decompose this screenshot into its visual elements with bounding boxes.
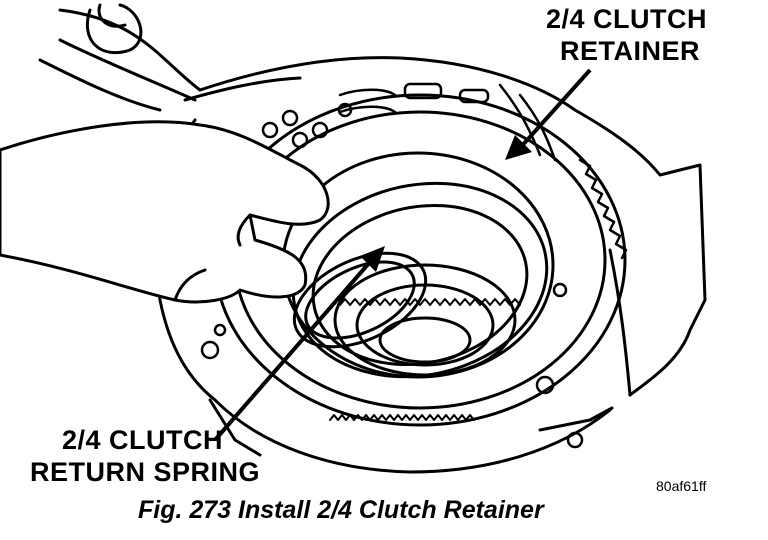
- retainer-leader: [518, 68, 592, 150]
- spring-arrowhead: [360, 246, 385, 272]
- retainer-arrowhead: [505, 135, 532, 160]
- spring-callout-line1: 2/4 CLUTCH: [62, 425, 224, 455]
- spring-callout-line2: RETURN SPRING: [30, 457, 261, 487]
- return-spring: [292, 251, 428, 349]
- hand: [0, 38, 330, 304]
- figure-code: 80af61ff: [656, 478, 707, 494]
- case-serrations: [498, 83, 628, 260]
- spring-leader: [213, 260, 372, 442]
- leader-arrows: [213, 68, 592, 442]
- retainer-callout-line1: 2/4 CLUTCH: [546, 4, 708, 34]
- retainer-callout-line2: RETAINER: [560, 36, 701, 66]
- figure-caption: Fig. 273 Install 2/4 Clutch Retainer: [138, 496, 544, 524]
- splined-hub: [329, 263, 521, 421]
